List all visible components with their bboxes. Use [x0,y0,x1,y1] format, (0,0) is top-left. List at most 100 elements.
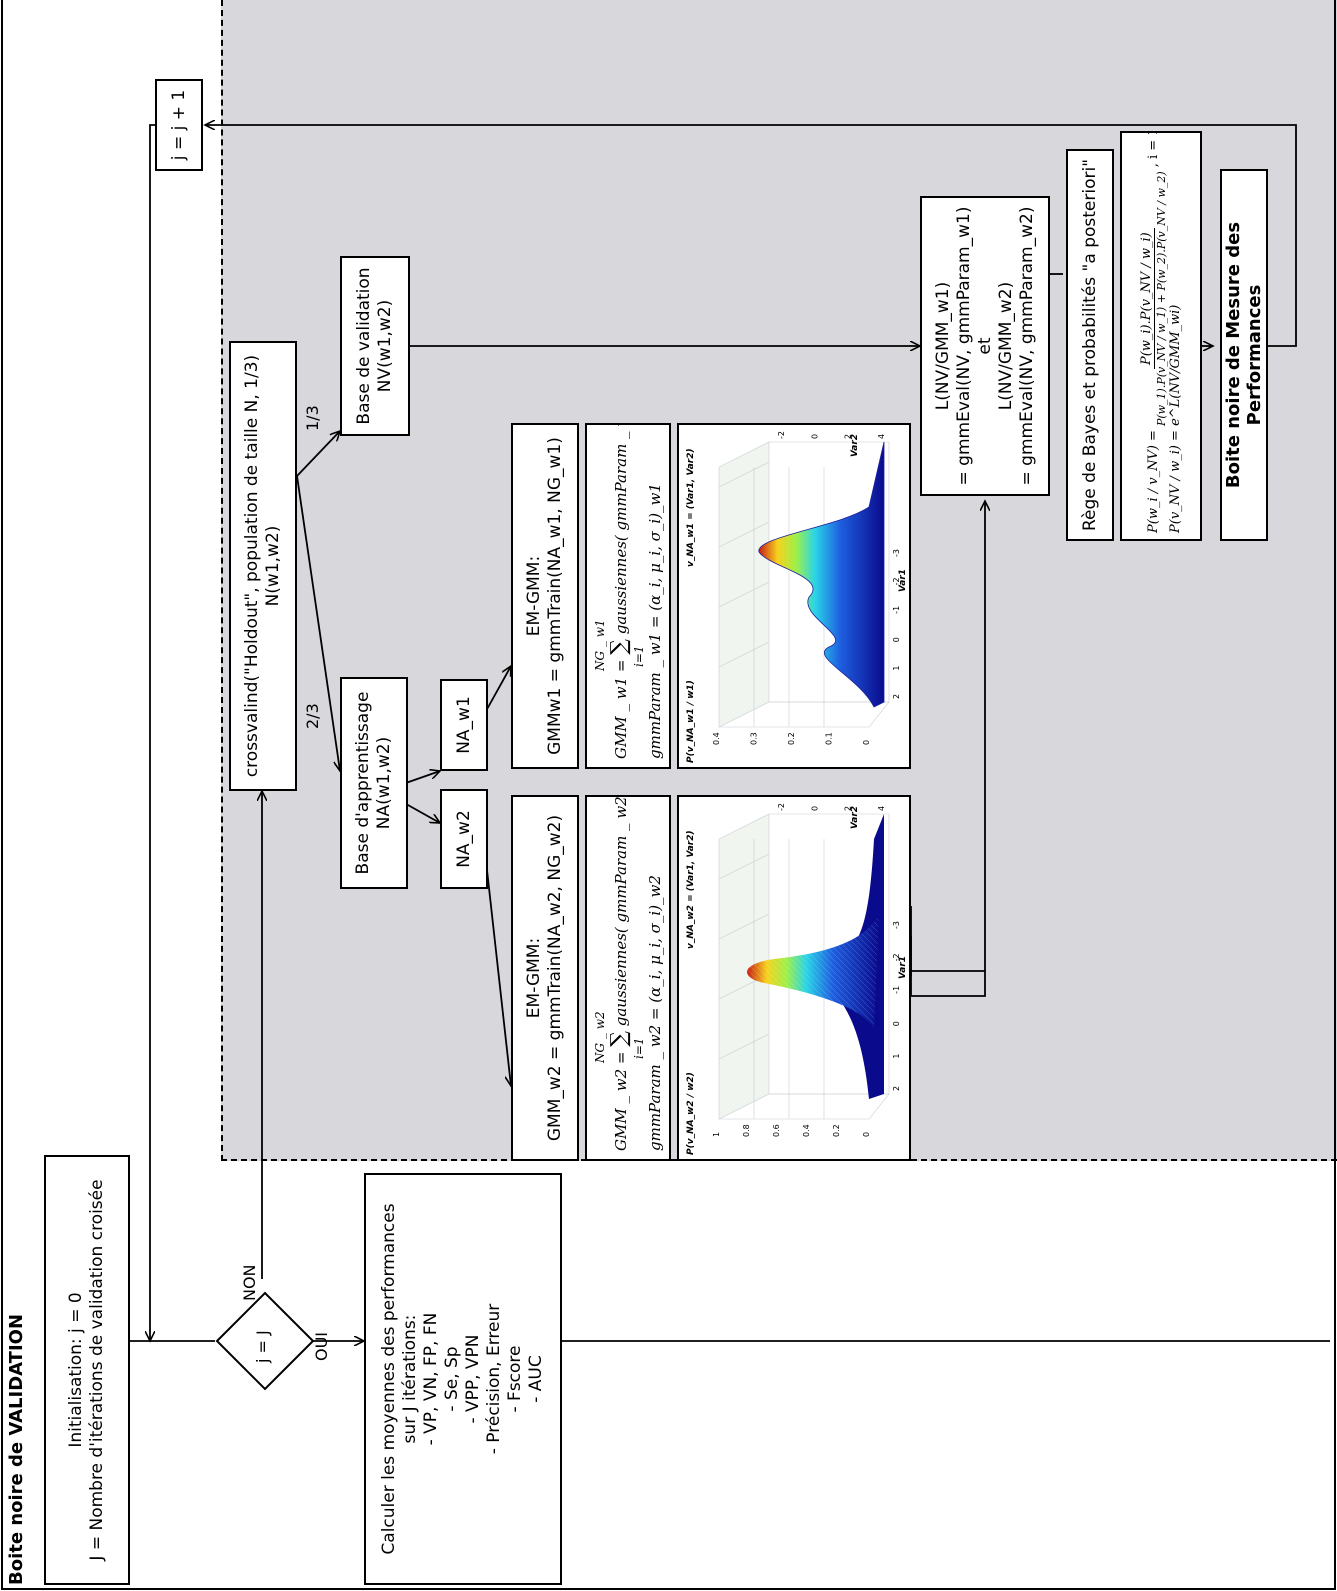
formula-w2-sum-body: gaussiennes( gmmParam _ w2) [611,795,630,1027]
valid-base-line2: NV(w1,w2) [375,299,395,393]
bayes-box: Rège de Bayes et probabilités "a posteri… [1066,149,1114,541]
formula-w2-box: NG _ w2 GMM _ w2 = ∑ gaussiennes( gmmPar… [585,795,671,1161]
y-tick-label: 4 [877,806,886,811]
likelihood-line: = gmmEval(NV, gmmParam_w2) [1016,206,1037,486]
y-tick-label: 0 [810,806,819,811]
init-box: Initialisation: j = 0 J = Nombre d'itéra… [44,1155,130,1585]
na-w1-box: NA_w1 [440,679,488,771]
em-w2-box: EM-GMM: GMM_w2 = gmmTrain(NA_w2, NG_w2) [511,795,579,1161]
plot-w1: P(v_NA_w1 / w1) v_NA_w1 = (Var1, Var2) V… [679,425,909,767]
y-tick-label: 4 [877,434,886,439]
wire-train [296,475,340,771]
formula-w1-sum-body: gaussiennes( gmmParam _ w1) [611,423,630,635]
wire-em-w1 [485,666,511,712]
averages-item: - Se, Sp [442,1346,462,1412]
bayes-formula-suffix: , i = 1,2 [1146,131,1161,168]
z-tick-label: 0 [862,740,871,745]
z-tick-label: 0.3 [750,732,759,745]
perf-box: Boite noire de Mesure des Performances [1220,169,1268,541]
decision-label: j = J [253,1330,272,1363]
likelihood-line: et [974,337,995,355]
averages-box: Calculer les moyennes des performances s… [364,1173,562,1585]
x-tick-label: 2 [892,1086,901,1091]
init-line1: Initialisation: j = 0 [66,1292,86,1448]
formula-w1-lhs: GMM _ w1 = [611,659,630,759]
wire-plot-w1 [910,501,985,997]
plot-w2-title: v_NA_w2 = (Var1, Var2) [686,830,696,949]
z-tick-label: 0.2 [787,732,796,745]
averages-item: - AUC [526,1355,546,1403]
plot-w2-xlabel: Var1 [898,956,908,979]
train-base-line2: NA(w1,w2) [374,736,394,830]
wire-valid [296,431,340,477]
formula-w1-params: gmmParam _ w1 = (α_i, μ_i, σ_i)_w1 [645,483,664,759]
x-tick-label: 0 [892,1021,901,1026]
formula-w2-sum-top: NG _ w2 [592,1011,607,1063]
formula-w1-sum-top: NG _ w1 [592,619,607,671]
valid-base-box: Base de validation NV(w1,w2) [340,256,410,436]
y-tick-label: 0 [810,434,819,439]
split-train-fraction: 2/3 [303,703,322,729]
x-tick-label: -2 [892,577,901,585]
bayes-formula-box: P(w_i / v_NV) = P(w_i).P(v_NV / w_i) P(w… [1120,131,1202,541]
plot-w2-ylabel: Var2 [850,806,860,829]
plot-w2-zlabel: P(v_NA_w2 / w2) [686,1072,696,1155]
averages-item: - VPP, VPN [463,1334,483,1424]
z-tick-label: 0.6 [772,1124,781,1137]
averages-item: - Précision, Erreur [484,1303,504,1455]
averages-title1: Calculer les moyennes des performances [379,1203,399,1555]
perf-label: Boite noire de Mesure des Performances [1223,221,1265,489]
averages-item: - Fscore [505,1345,525,1413]
split-valid-fraction: 1/3 [303,405,322,431]
bayes-formula-denominator: P(w_1).P(v_NV / w_1) + P(w_2).P(v_NV / w… [1155,171,1168,427]
na-w2-box: NA_w2 [440,789,488,889]
x-tick-label: -3 [892,921,901,929]
na-w1-label: NA_w1 [453,696,474,754]
z-tick-label: 0.4 [712,732,721,745]
em-w2-line2: GMM_w2 = gmmTrain(NA_w2, NG_w2) [545,814,565,1142]
bayes-formula-lhs: P(w_i / v_NV) = [1146,430,1161,533]
z-tick-label: 1 [712,1132,721,1137]
bayes-formula-numerator: P(w_i).P(v_NV / w_i) [1139,228,1155,370]
crossval-line2: N(w1,w2) [263,525,283,607]
x-tick-label: -3 [892,549,901,557]
plot-w2: P(v_NA_w2 / w2) v_NA_w2 = (Var1, Var2) V… [679,797,909,1159]
em-w1-box: EM-GMM: GMMw1 = gmmTrain(NA_w1, NG_w1) [511,423,579,769]
y-tick-label: 2 [844,806,853,811]
averages-item: - VP, VN, FP, FN [421,1312,441,1446]
x-tick-label: 1 [892,1054,901,1059]
y-tick-label: 2 [844,434,853,439]
x-tick-label: 0 [892,637,901,642]
valid-base-line1: Base de validation [354,267,374,425]
x-tick-label: 1 [892,666,901,671]
crossval-line1: crossvalind("Holdout", population de tai… [242,354,262,778]
likelihood-box: L(NV/GMM_w1) = gmmEval(NV, gmmParam_w1) … [920,196,1050,496]
plot-w1-zlabel: P(v_NA_w1 / w1) [686,680,696,763]
bayes-label: Rège de Bayes et probabilités "a posteri… [1079,158,1100,532]
sum-icon: ∑ [606,1031,632,1047]
likelihood-line: L(NV/GMM_w2) [995,281,1016,411]
likelihood-line: L(NV/GMM_w1) [932,281,953,411]
formula-w2-lhs: GMM _ w2 = [611,1051,630,1151]
em-w2-line1: EM-GMM: [524,937,544,1019]
plot-w1-xlabel: Var1 [898,569,908,592]
sum-icon: ∑ [606,639,632,655]
formula-w1-sum-bottom: i=1 [631,645,646,667]
x-tick-label: -1 [892,986,901,994]
formula-w1-box: NG _ w1 GMM _ w1 = ∑ gaussiennes( gmmPar… [585,423,671,769]
plot-w1-box: P(v_NA_w1 / w1) v_NA_w1 = (Var1, Var2) V… [677,423,911,769]
increment-label: j = j + 1 [168,89,189,161]
em-w1-line2: GMMw1 = gmmTrain(NA_w1, NG_w1) [545,437,565,755]
z-tick-label: 0 [862,1132,871,1137]
decision-no: NON [240,1264,259,1301]
plot-w2-box: P(v_NA_w2 / w2) v_NA_w2 = (Var1, Var2) V… [677,795,911,1161]
wire-em-w2 [485,860,511,1086]
y-tick-label: -2 [777,431,786,439]
plot-w1-ylabel: Var2 [850,434,860,457]
decision-diamond [215,1291,315,1391]
diagram-title: Boite noire de VALIDATION [6,1313,27,1585]
train-base-box: Base d'apprentissage NA(w1,w2) [340,677,408,889]
x-tick-label: -1 [892,606,901,614]
wire-increment-down [150,124,176,1341]
